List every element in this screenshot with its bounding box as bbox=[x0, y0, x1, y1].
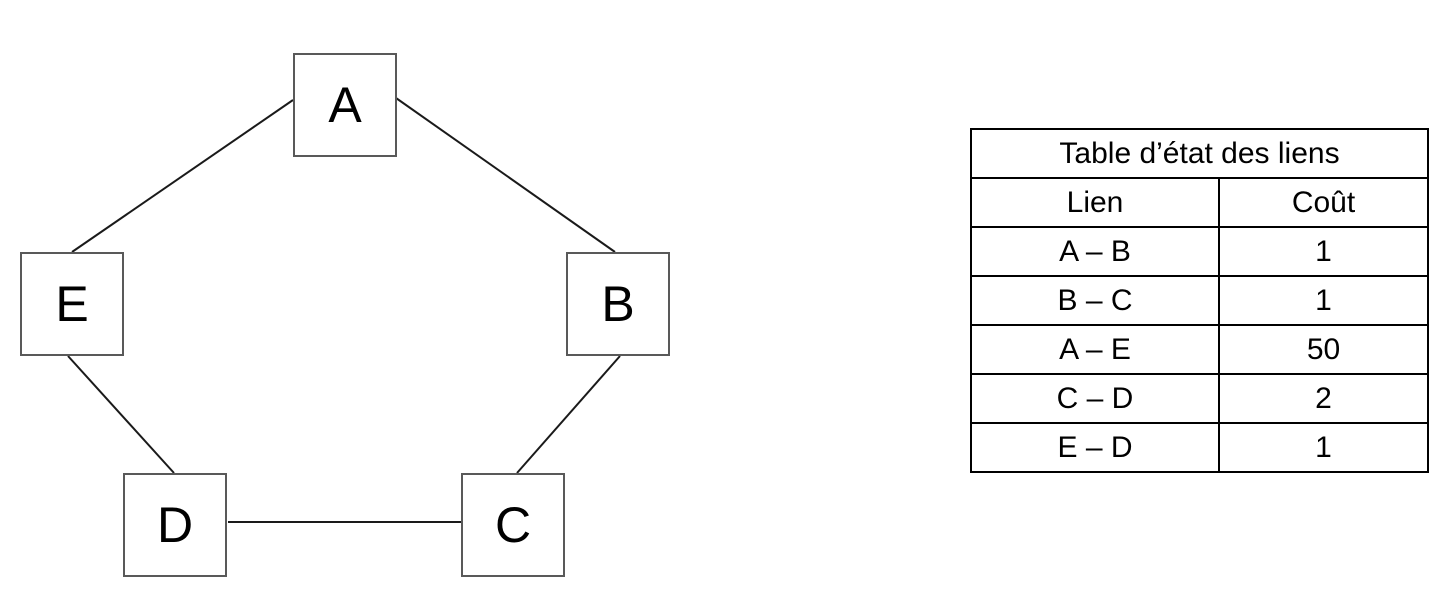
link-cell: A – E bbox=[970, 324, 1220, 375]
link-cell: B – C bbox=[970, 275, 1220, 326]
node-d-label: D bbox=[156, 497, 194, 553]
table-row: C – D 2 bbox=[970, 373, 1429, 424]
cost-cell: 1 bbox=[1218, 422, 1429, 473]
edge-e-d bbox=[67, 355, 175, 474]
table-row: E – D 1 bbox=[970, 422, 1429, 473]
link-cell: A – B bbox=[970, 226, 1220, 277]
column-header-lien: Lien bbox=[970, 177, 1220, 228]
topology-edges-layer bbox=[67, 97, 621, 523]
node-c-label: C bbox=[494, 497, 532, 553]
cost-cell: 50 bbox=[1218, 324, 1429, 375]
link-state-table: Table d’état des liens Lien Coût A – B 1… bbox=[970, 128, 1429, 473]
node-d: D bbox=[123, 473, 227, 577]
table-title-row: Table d’état des liens bbox=[970, 128, 1429, 179]
node-b: B bbox=[566, 252, 670, 356]
table-header-row: Lien Coût bbox=[970, 177, 1429, 228]
column-header-cout: Coût bbox=[1218, 177, 1429, 228]
link-cell: E – D bbox=[970, 422, 1220, 473]
cost-cell: 1 bbox=[1218, 226, 1429, 277]
table-title: Table d’état des liens bbox=[970, 128, 1429, 179]
node-a: A bbox=[293, 53, 397, 157]
link-cell: C – D bbox=[970, 373, 1220, 424]
node-e-label: E bbox=[55, 276, 89, 332]
cost-cell: 1 bbox=[1218, 275, 1429, 326]
table-row: A – B 1 bbox=[970, 226, 1429, 277]
edge-a-b bbox=[395, 97, 616, 253]
edge-a-e bbox=[71, 99, 294, 253]
node-b-label: B bbox=[601, 276, 635, 332]
node-c: C bbox=[461, 473, 565, 577]
table-row: B – C 1 bbox=[970, 275, 1429, 326]
cost-cell: 2 bbox=[1218, 373, 1429, 424]
node-e: E bbox=[20, 252, 124, 356]
edge-b-c bbox=[516, 355, 621, 474]
table-row: A – E 50 bbox=[970, 324, 1429, 375]
network-topology-diagram: A B C D E bbox=[0, 0, 720, 607]
node-a-label: A bbox=[328, 77, 362, 133]
